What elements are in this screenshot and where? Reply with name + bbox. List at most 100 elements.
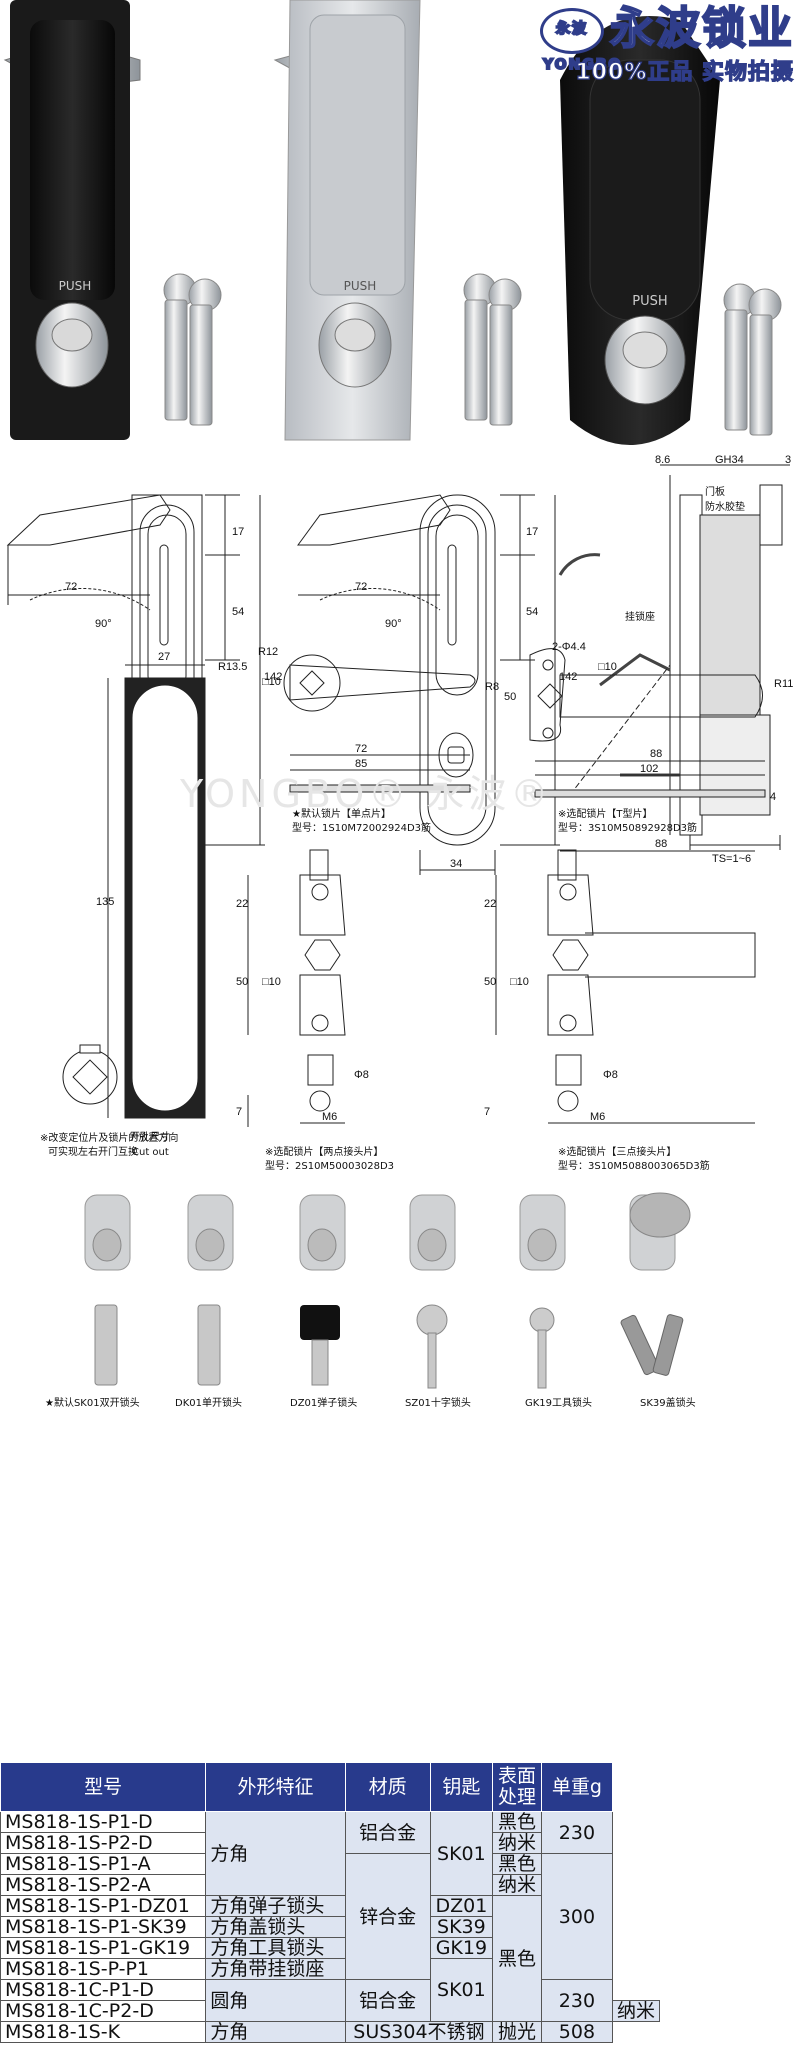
table-row: MS818-1S-P1-GK19 方角工具锁头 GK19 [0,1937,660,1959]
cell-shape: 方角 [205,2021,346,2043]
three-point-plate [495,849,756,1124]
dim-22-b: 22 [484,898,496,910]
cell-key: SK01 [429,1811,494,1896]
dim-17-b: 17 [526,526,538,538]
cell-model: MS818-1S-P1-D [0,1811,207,1833]
cut-out-labels: 27 R13.5 135 开孔尺寸 Cut out [96,651,247,1158]
cell-material: SUS304不锈钢 [344,2021,494,2043]
sq10-c: □10 [262,976,281,988]
dim-50-a: 50 [504,691,516,703]
cell-model: MS818-1C-P1-D [0,1979,207,2001]
brand-tagline: 100%正品 实物拍摄 [575,59,794,85]
cell-model: MS818-1S-P1-SK39 [0,1916,207,1938]
cell-model: MS818-1S-P2-A [0,1874,207,1896]
cell-weight: 230 [540,1811,613,1854]
header-finish: 表面处理 [492,1762,542,1812]
dim-4: 4 [770,791,776,803]
spec-table: 型号 外形特征 材质 钥匙 表面处理 单重g MS818-1S-P1-D 方角 … [0,1762,661,2043]
cell-finish: 黑色 [492,1811,542,1833]
cell-finish: 纳米 [492,1874,542,1896]
table-row: MS818-1S-P1-DZ01 方角弹子锁头 DZ01 黑色 [0,1895,660,2022]
table-row: MS818-1C-P2-D 纳米 [0,2000,661,2022]
cell-key: SK01 [429,1958,494,2022]
single-point-plate [283,654,476,793]
product-photo: PUSH PUSH PUSH [0,0,800,455]
phi8-a: Φ8 [354,1069,369,1081]
cell-shape: 方角弹子锁头 [205,1895,346,1917]
dim-72-b: 72 [355,581,367,593]
label-door-panel: 门板 [705,485,725,498]
dim-85: 85 [355,758,367,770]
dim-90-a: 90° [95,618,112,630]
m6-a: M6 [322,1111,337,1123]
note-single-1: ★默认锁片【单点片】 [292,807,391,820]
dim-8-6: 8.6 [655,455,670,466]
key-option-label-dz01: DZ01弹子锁头 [290,1396,357,1409]
cut-out-drawing [107,664,206,1119]
cell-model: MS818-1S-P1-A [0,1853,207,1875]
product-photo-illustration: PUSH PUSH PUSH [3,0,782,445]
cell-shape: 方角带挂锁座 [205,1958,346,1980]
label-hanging-seat: 挂锁座 [625,610,655,623]
r12: R12 [258,646,278,658]
note-t-2: 型号：3S10M50892928D3筋 [558,821,697,834]
t-plate-labels: 2-Φ4.4 □10 R11 50 88 102 4 ※选配锁片【T型片】 型号… [504,641,793,834]
brand-watermark: 永波 YONGBO永波锁业 100%正品 实物拍摄 [540,3,794,86]
note-single-2: 型号：1S10M72002924D3筋 [292,821,431,834]
keys-2 [463,273,522,426]
key-option-sz01: SZ01十字锁头 [405,1194,471,1409]
note-t-1: ※选配锁片【T型片】 [558,807,653,820]
key-option-dz01: DZ01弹子锁头 [290,1194,357,1409]
cell-key: DZ01 [429,1895,494,1917]
cell-finish: 黑色 [492,1895,542,2022]
cell-material: 锌合金 [344,1853,431,1980]
note-three-1: ※选配锁片【三点接头片】 [558,1145,676,1158]
dim-72-c: 72 [355,743,367,755]
dim-135: 135 [96,896,114,908]
dim-50-b: 50 [236,976,248,988]
cell-material: 铝合金 [344,1811,431,1854]
cell-finish: 纳米 [611,2000,661,2022]
brand-name: 永波锁业 [609,3,794,54]
cell-finish: 纳米 [492,1832,542,1854]
two-point-plate [247,849,346,1127]
t-plate [529,648,766,798]
r13-5: R13.5 [218,661,247,673]
svg-text:PUSH: PUSH [344,279,377,293]
single-point-labels: R12 □10 R8 72 85 ★默认锁片【单点片】 型号：1S10M7200… [258,646,499,834]
cell-model: MS818-1S-P-P1 [0,1958,207,1980]
r8: R8 [485,681,499,693]
side-view-labels: 8.6 GH34 3 门板 防水胶垫 挂锁座 TS=1~6 [625,455,791,865]
black-square-lock: PUSH [3,0,141,440]
note-two-2: 型号：2S10M50003028D3 [265,1159,394,1172]
dim-54-a: 54 [232,606,244,618]
two-point-labels: 22 50 □10 Φ8 M6 7 ※选配锁片【两点接头片】 型号：2S10M5… [236,898,394,1172]
table-row: MS818-1S-P2-A 纳米 [0,1874,660,1896]
keys-1 [163,273,222,426]
positioning-labels: ※改变定位片及锁片的放置方向 可实现左右开门互换 [40,1131,178,1158]
table-row: MS818-1S-P1-D 方角 铝合金 SK01 黑色 230 [0,1811,660,1896]
dim-gh34: GH34 [715,455,744,466]
phi8-b: Φ8 [603,1069,618,1081]
dim-102: 102 [640,763,658,775]
note-switch-2: 可实现左右开门互换 [48,1145,138,1158]
cell-weight: 230 [540,1979,613,2022]
cell-model: MS818-1S-P1-DZ01 [0,1895,207,1917]
label-ts: TS=1~6 [712,853,751,865]
cell-weight: 508 [540,2021,613,2043]
technical-drawings: 17 54 142 72 90° 34 17 54 142 72 90° 34 [6,455,793,1409]
table-row: MS818-1S-P1-A 锌合金 黑色 300 [0,1853,660,1980]
table-row: MS818-1S-P-P1 方角带挂锁座 SK01 [0,1958,660,2022]
key-option-label-dk01: DK01单开锁头 [175,1396,242,1409]
cell-shape: 圆角 [205,1979,346,2022]
r11: R11 [774,678,793,690]
note-two-1: ※选配锁片【两点接头片】 [265,1145,383,1158]
sq10-b: □10 [598,661,617,673]
key-option-gk19: GK19工具锁头 [519,1194,592,1409]
cell-material: 铝合金 [344,1979,431,2022]
cell-finish: 抛光 [492,2021,542,2043]
cell-shape: 方角 [205,1811,346,1896]
dim-3: 3 [785,455,791,466]
keys-3 [723,283,782,436]
dim-90-b: 90° [385,618,402,630]
